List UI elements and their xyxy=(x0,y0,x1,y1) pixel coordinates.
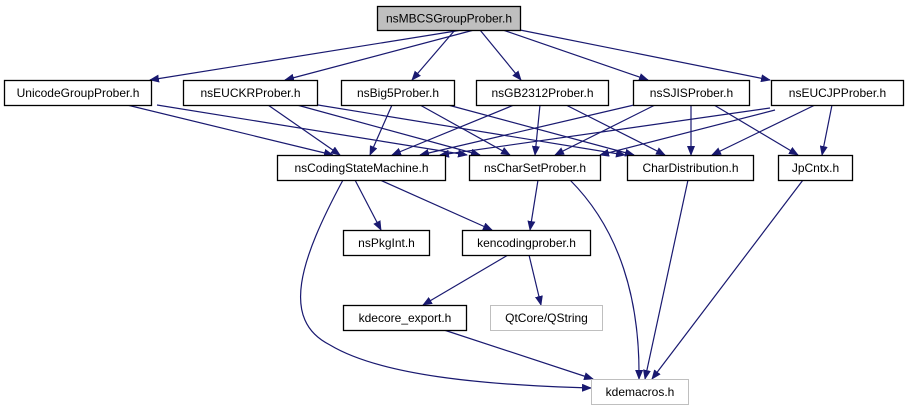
node-kmacros[interactable]: kdemacros.h xyxy=(591,379,689,405)
edge-csm-to-pkgint xyxy=(354,179,382,231)
edge-kenc-to-qstring xyxy=(528,254,543,306)
node-box[interactable] xyxy=(468,154,602,182)
edge-eucjp-to-csp xyxy=(599,109,776,157)
node-box[interactable] xyxy=(591,379,689,405)
node-label: UnicodeGroupProber.h xyxy=(17,86,140,100)
node-eucjp[interactable]: nsEUCJPProber.h xyxy=(770,79,905,107)
edge-sjis-to-csm xyxy=(419,104,635,157)
node-big5[interactable]: nsBig5Prober.h xyxy=(340,79,456,107)
node-box[interactable] xyxy=(626,154,755,182)
node-box[interactable] xyxy=(376,5,522,32)
edge-root-to-eucjp xyxy=(519,29,771,83)
edge-kenc-to-kexport xyxy=(422,254,509,306)
node-box[interactable] xyxy=(777,154,854,182)
node-sjis[interactable]: nsSJISProber.h xyxy=(632,79,751,107)
node-box[interactable] xyxy=(342,304,468,332)
edge-csm-to-kmacros xyxy=(299,179,592,392)
node-label: kencodingprober.h xyxy=(477,236,576,250)
edge-euckr-to-csm xyxy=(267,104,341,156)
edge-eucjp-to-csm xyxy=(439,107,771,158)
edge-euckr-to-chardist xyxy=(317,104,626,158)
node-root[interactable]: nsMBCSGroupProber.h xyxy=(376,5,522,32)
edge-gb2312-to-csm xyxy=(391,104,515,156)
edges-layer xyxy=(126,29,833,392)
node-box[interactable] xyxy=(276,154,447,182)
node-label: kdemacros.h xyxy=(606,385,675,399)
node-chardist[interactable]: CharDistribution.h xyxy=(626,154,755,182)
edge-chardist-to-kmacros xyxy=(642,179,689,380)
node-box[interactable] xyxy=(342,229,431,257)
node-label: kdecore_export.h xyxy=(359,311,452,325)
edge-big5-to-chardist xyxy=(447,104,635,157)
edge-root-to-sjis xyxy=(502,29,649,81)
node-label: QtCore/QString xyxy=(505,311,588,325)
node-csp[interactable]: nsCharSetProber.h xyxy=(468,154,602,182)
node-box[interactable] xyxy=(632,79,751,107)
node-box[interactable] xyxy=(340,79,456,107)
edge-unicode-to-csm xyxy=(126,104,334,157)
node-box[interactable] xyxy=(461,229,592,257)
node-csm[interactable]: nsCodingStateMachine.h xyxy=(276,154,447,182)
edge-eucjp-to-jpcntx xyxy=(819,104,833,156)
edge-euckr-to-csp xyxy=(296,104,481,157)
node-kenc[interactable]: kencodingprober.h xyxy=(461,229,592,257)
node-label: JpCntx.h xyxy=(792,161,839,175)
edge-gb2312-to-csp xyxy=(531,104,541,156)
node-label: nsEUCJPProber.h xyxy=(789,86,886,100)
node-label: nsPkgInt.h xyxy=(358,236,415,250)
node-label: nsMBCSGroupProber.h xyxy=(386,12,512,26)
edge-sjis-to-csp xyxy=(554,104,656,156)
edge-root-to-unicode xyxy=(149,29,463,83)
node-gb2312[interactable]: nsGB2312Prober.h xyxy=(475,79,610,107)
node-label: nsCodingStateMachine.h xyxy=(294,161,428,175)
edge-big5-to-csm xyxy=(369,104,393,156)
node-label: nsSJISProber.h xyxy=(650,86,733,100)
edge-jpcntx-to-kmacros xyxy=(651,179,804,380)
node-label: CharDistribution.h xyxy=(642,161,738,175)
edge-sjis-to-jpcntx xyxy=(713,104,799,156)
edge-csp-to-kmacros xyxy=(569,179,644,380)
edge-kexport-to-kmacros xyxy=(443,329,594,380)
node-box[interactable] xyxy=(475,79,610,107)
node-box[interactable] xyxy=(182,79,319,107)
edge-unicode-to-csp xyxy=(156,104,468,158)
node-label: nsBig5Prober.h xyxy=(357,86,439,100)
node-qstring[interactable]: QtCore/QString xyxy=(490,305,603,331)
node-label: nsGB2312Prober.h xyxy=(491,86,593,100)
node-box[interactable] xyxy=(770,79,905,107)
node-box[interactable] xyxy=(3,79,153,107)
node-label: nsEUCKRProber.h xyxy=(200,86,300,100)
node-jpcntx[interactable]: JpCntx.h xyxy=(777,154,854,182)
node-unicode[interactable]: UnicodeGroupProber.h xyxy=(3,79,153,107)
edge-root-to-gb2312 xyxy=(479,29,522,81)
edge-eucjp-to-chardist xyxy=(711,104,816,156)
node-kexport[interactable]: kdecore_export.h xyxy=(342,304,468,332)
edge-root-to-big5 xyxy=(411,29,456,81)
node-label: nsCharSetProber.h xyxy=(484,161,586,175)
node-pkgint[interactable]: nsPkgInt.h xyxy=(342,229,431,257)
node-euckr[interactable]: nsEUCKRProber.h xyxy=(182,79,319,107)
edge-root-to-euckr xyxy=(284,29,475,82)
edge-csp-to-kenc xyxy=(527,179,539,231)
node-box[interactable] xyxy=(490,305,603,331)
edge-csm-to-kenc xyxy=(379,179,493,231)
